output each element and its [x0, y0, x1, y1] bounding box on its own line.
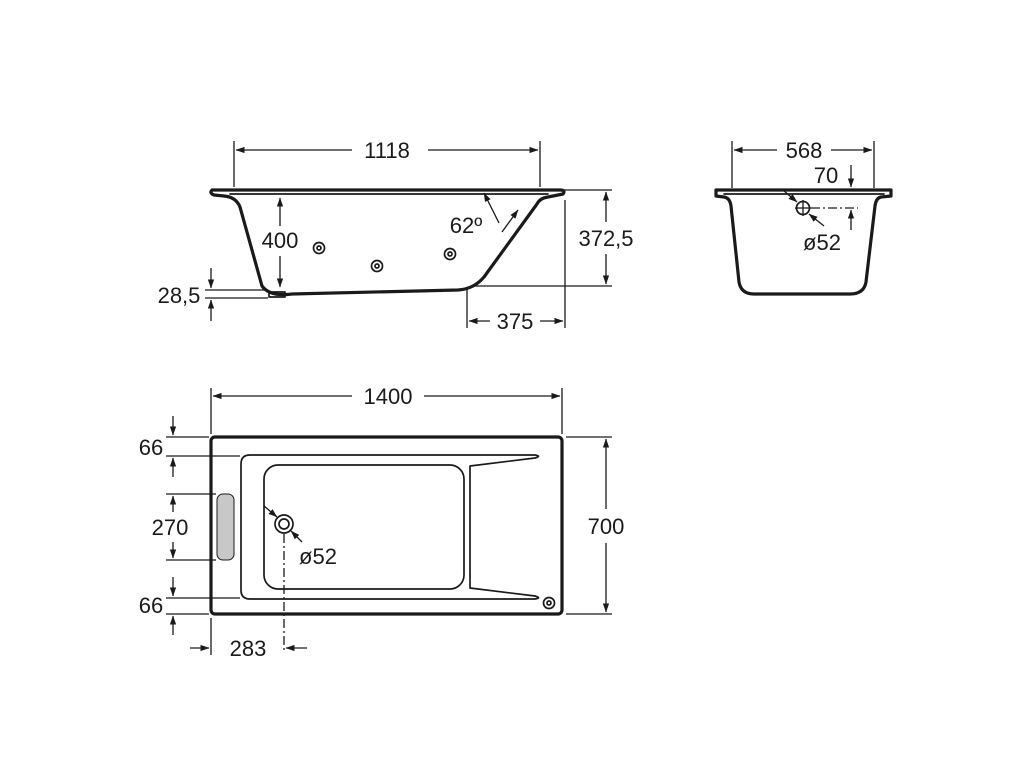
plan-view-basin [240, 454, 540, 600]
end-view: 568 70 ø52 [714, 138, 893, 296]
drain-icon [274, 514, 294, 534]
dim-slope-base-label: 375 [497, 309, 534, 334]
side-view: 1118 400 62º 372,5 28,5 375 [158, 138, 634, 334]
dim-line-diameter [782, 189, 798, 203]
dim-length-top-label: 1118 [364, 138, 410, 163]
dim-width-label: 700 [588, 514, 625, 539]
dim-line-angle [501, 209, 519, 233]
side-view-waste-outlet [268, 291, 286, 298]
dim-depth-label: 400 [262, 228, 299, 253]
jet-icon [370, 259, 384, 273]
dim-angle-label: 62º [450, 213, 483, 238]
dim-overflow-offset-label: 70 [814, 163, 838, 188]
side-view-tub-outline [209, 188, 566, 297]
dim-drain-offset-label: 283 [230, 636, 267, 661]
dim-edge-top-label: 66 [139, 435, 163, 460]
dim-line-angle [483, 192, 500, 224]
plan-view: ø52 1400 700 66 270 66 [139, 384, 625, 661]
dim-overflow-diameter-label: ø52 [803, 230, 841, 255]
dim-length-label: 1400 [364, 384, 413, 409]
dim-line-drain [263, 505, 278, 518]
dim-line-drain [290, 530, 303, 543]
dim-headrest-label: 270 [152, 515, 189, 540]
dim-edge-bottom-label: 66 [139, 593, 163, 618]
plan-view-outer-rim [209, 435, 564, 616]
plan-view-floor [263, 464, 465, 590]
dim-drain-diameter-label: ø52 [299, 544, 337, 569]
dim-line-diameter [808, 213, 825, 227]
jet-icon [312, 241, 326, 255]
overflow-knob-icon [542, 596, 556, 610]
jet-icon [443, 247, 457, 261]
overflow-hole-icon [795, 200, 811, 216]
dim-height-label: 372,5 [578, 226, 633, 251]
dim-width-label: 568 [786, 138, 823, 163]
dim-floor-offset-label: 28,5 [158, 283, 201, 308]
end-view-tub-outline [714, 188, 893, 296]
plan-view-headrest [216, 493, 235, 561]
